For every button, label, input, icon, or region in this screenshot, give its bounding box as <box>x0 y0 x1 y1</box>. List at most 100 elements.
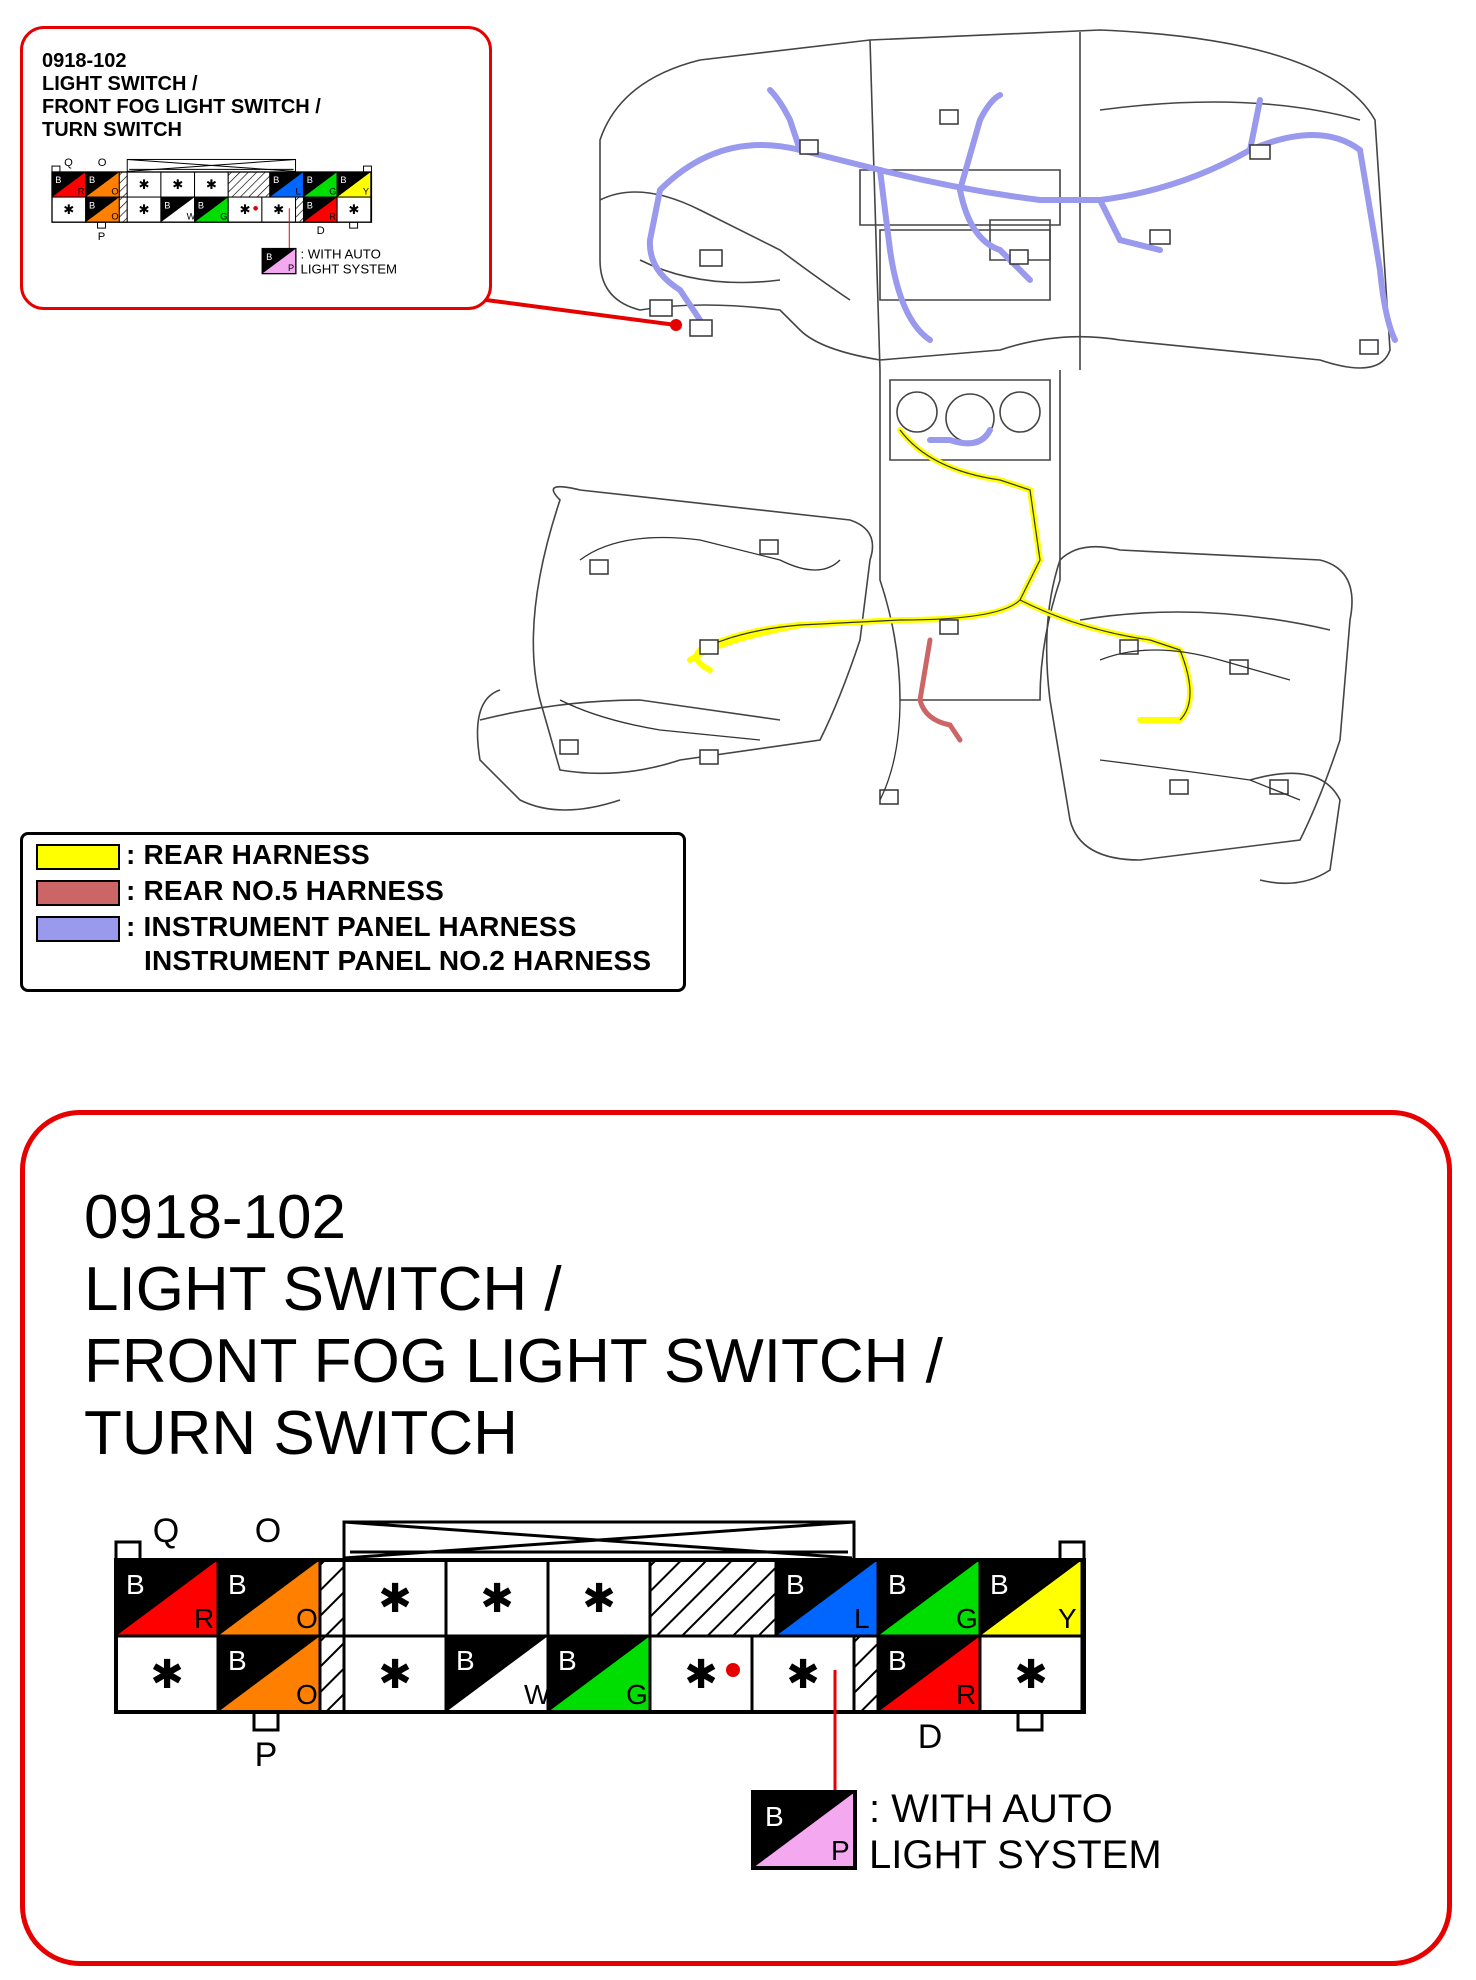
big-wire-base-label: B <box>558 1645 577 1676</box>
small-bottom-cell-3: ✱ <box>126 196 162 223</box>
big-top-cell-4: ✱ <box>444 1558 550 1638</box>
big-star-terminal-icon: ✱ <box>582 1577 616 1621</box>
big-bottom-cell-7: ✱ <box>750 1634 856 1714</box>
small-connector-name-2: FRONT FOG LIGHT SWITCH / <box>42 96 321 118</box>
small-hatched-blank-icon <box>228 172 270 198</box>
small-connector-callout <box>20 26 492 310</box>
big-bottom-cell-0: ✱ <box>114 1634 220 1714</box>
connector-name-2: FRONT FOG LIGHT SWITCH / <box>84 1327 943 1396</box>
connector-code: 0918-102 <box>84 1183 347 1252</box>
small-pin-label-d: D <box>317 225 325 237</box>
big-bottom-cell-6: ✱ <box>648 1634 754 1714</box>
legend-swatch-instrument-panel <box>36 916 120 942</box>
big-top-cell-8: BG <box>876 1558 982 1638</box>
big-star-terminal-icon: ✱ <box>150 1653 184 1697</box>
small-pin-label-o: O <box>98 157 107 169</box>
big-star-terminal-icon: ✱ <box>684 1653 718 1697</box>
big-top-cell-0: BR <box>114 1558 220 1638</box>
small-star-terminal-icon: ✱ <box>139 177 150 192</box>
small-bottom-cell-10: ✱ <box>336 196 372 223</box>
big-pin-label-d: D <box>918 1718 943 1756</box>
big-top-cell-6 <box>648 1558 778 1638</box>
small-top-cell-9: BY <box>336 171 372 198</box>
big-wire-stripe-label: G <box>956 1603 978 1634</box>
big-tab-left <box>114 1540 142 1562</box>
small-wire-stripe-label: O <box>111 186 118 196</box>
small-callout-text-2: LIGHT SYSTEM <box>300 262 397 277</box>
big-top-cell-2 <box>318 1558 346 1638</box>
legend-label-instrument-panel-no2: INSTRUMENT PANEL NO.2 HARNESS <box>144 945 652 976</box>
big-star-terminal-icon: ✱ <box>1014 1653 1048 1697</box>
small-pin-label-q: Q <box>64 157 73 169</box>
small-bottom-cell-9: BR <box>302 196 338 223</box>
big-bottom-cell-5: BG <box>546 1634 652 1714</box>
big-top-cell-7: BL <box>774 1558 880 1638</box>
big-wire-base-label: B <box>126 1569 145 1600</box>
big-callout-stripe-label: P <box>831 1835 850 1866</box>
small-callout-stripe-label: P <box>288 263 294 273</box>
big-wire-base-label: B <box>228 1569 247 1600</box>
big-wire-stripe-label: R <box>194 1603 214 1634</box>
connector-name-1: LIGHT SWITCH / <box>84 1255 562 1324</box>
legend-swatch-rear-no5 <box>36 880 120 906</box>
small-wire-stripe-label: Y <box>363 186 369 196</box>
big-wire-base-label: B <box>888 1569 907 1600</box>
harness-legend <box>20 832 686 992</box>
connector-name-3: TURN SWITCH <box>84 1399 518 1468</box>
small-star-terminal-icon: ✱ <box>172 177 183 192</box>
large-connector-callout <box>20 1110 1452 1966</box>
small-star-terminal-icon: ✱ <box>240 202 251 217</box>
small-top-cell-4: ✱ <box>160 171 196 198</box>
big-top-cell-9: BY <box>978 1558 1084 1638</box>
big-callout-text-1: : WITH AUTO <box>869 1787 1113 1831</box>
big-bottom-cell-1: BO <box>216 1634 322 1714</box>
big-top-cell-1: BO <box>216 1558 322 1638</box>
small-wire-base-label: B <box>89 200 95 210</box>
small-pin-label-p: P <box>98 231 105 243</box>
big-bottom-cell-8 <box>852 1634 880 1714</box>
big-bottom-cell-10: ✱ <box>978 1634 1084 1714</box>
small-wire-stripe-label: W <box>187 212 196 222</box>
small-wire-base-label: B <box>89 175 95 185</box>
big-outline <box>114 1558 1086 1714</box>
big-wire-base-label: B <box>228 1645 247 1676</box>
small-star-terminal-icon: ✱ <box>206 177 217 192</box>
small-hatched-blank-icon <box>119 172 128 198</box>
small-star-terminal-icon: ✱ <box>139 202 150 217</box>
big-wire-stripe-label: O <box>296 1679 318 1710</box>
big-wire-stripe-label: O <box>296 1603 318 1634</box>
big-tab-d <box>1016 1710 1044 1732</box>
big-wire-stripe-label: R <box>956 1679 976 1710</box>
big-wire-stripe-label: G <box>626 1679 648 1710</box>
small-wire-base-label: B <box>340 175 346 185</box>
small-wire-base-label: B <box>273 175 279 185</box>
small-top-cell-6 <box>227 171 271 198</box>
big-pin-label-o: O <box>255 1512 281 1550</box>
small-callout-dot <box>253 205 258 211</box>
big-hatched-blank-icon <box>854 1636 878 1712</box>
legend-label-instrument-panel: : INSTRUMENT PANEL HARNESS <box>126 911 577 942</box>
big-bottom-cell-2 <box>318 1634 346 1714</box>
small-top-cell-0: BR <box>51 171 87 198</box>
big-pin-label-q: Q <box>153 1512 179 1550</box>
big-star-terminal-icon: ✱ <box>378 1577 412 1621</box>
small-callout-base-label: B <box>266 252 272 262</box>
small-wire-base-label: B <box>307 175 313 185</box>
small-star-terminal-icon: ✱ <box>348 202 359 217</box>
big-wire-stripe-label: L <box>854 1603 870 1634</box>
small-star-terminal-icon: ✱ <box>63 202 74 217</box>
small-wire-base-label: B <box>307 200 313 210</box>
big-top-cell-3: ✱ <box>342 1558 448 1638</box>
big-callout-dot <box>726 1663 740 1677</box>
big-star-terminal-icon: ✱ <box>786 1653 820 1697</box>
big-bottom-cell-9: BR <box>876 1634 982 1714</box>
small-top-cell-7: BL <box>269 171 304 198</box>
big-top-cell-5: ✱ <box>546 1558 652 1638</box>
big-star-terminal-icon: ✱ <box>378 1653 412 1697</box>
